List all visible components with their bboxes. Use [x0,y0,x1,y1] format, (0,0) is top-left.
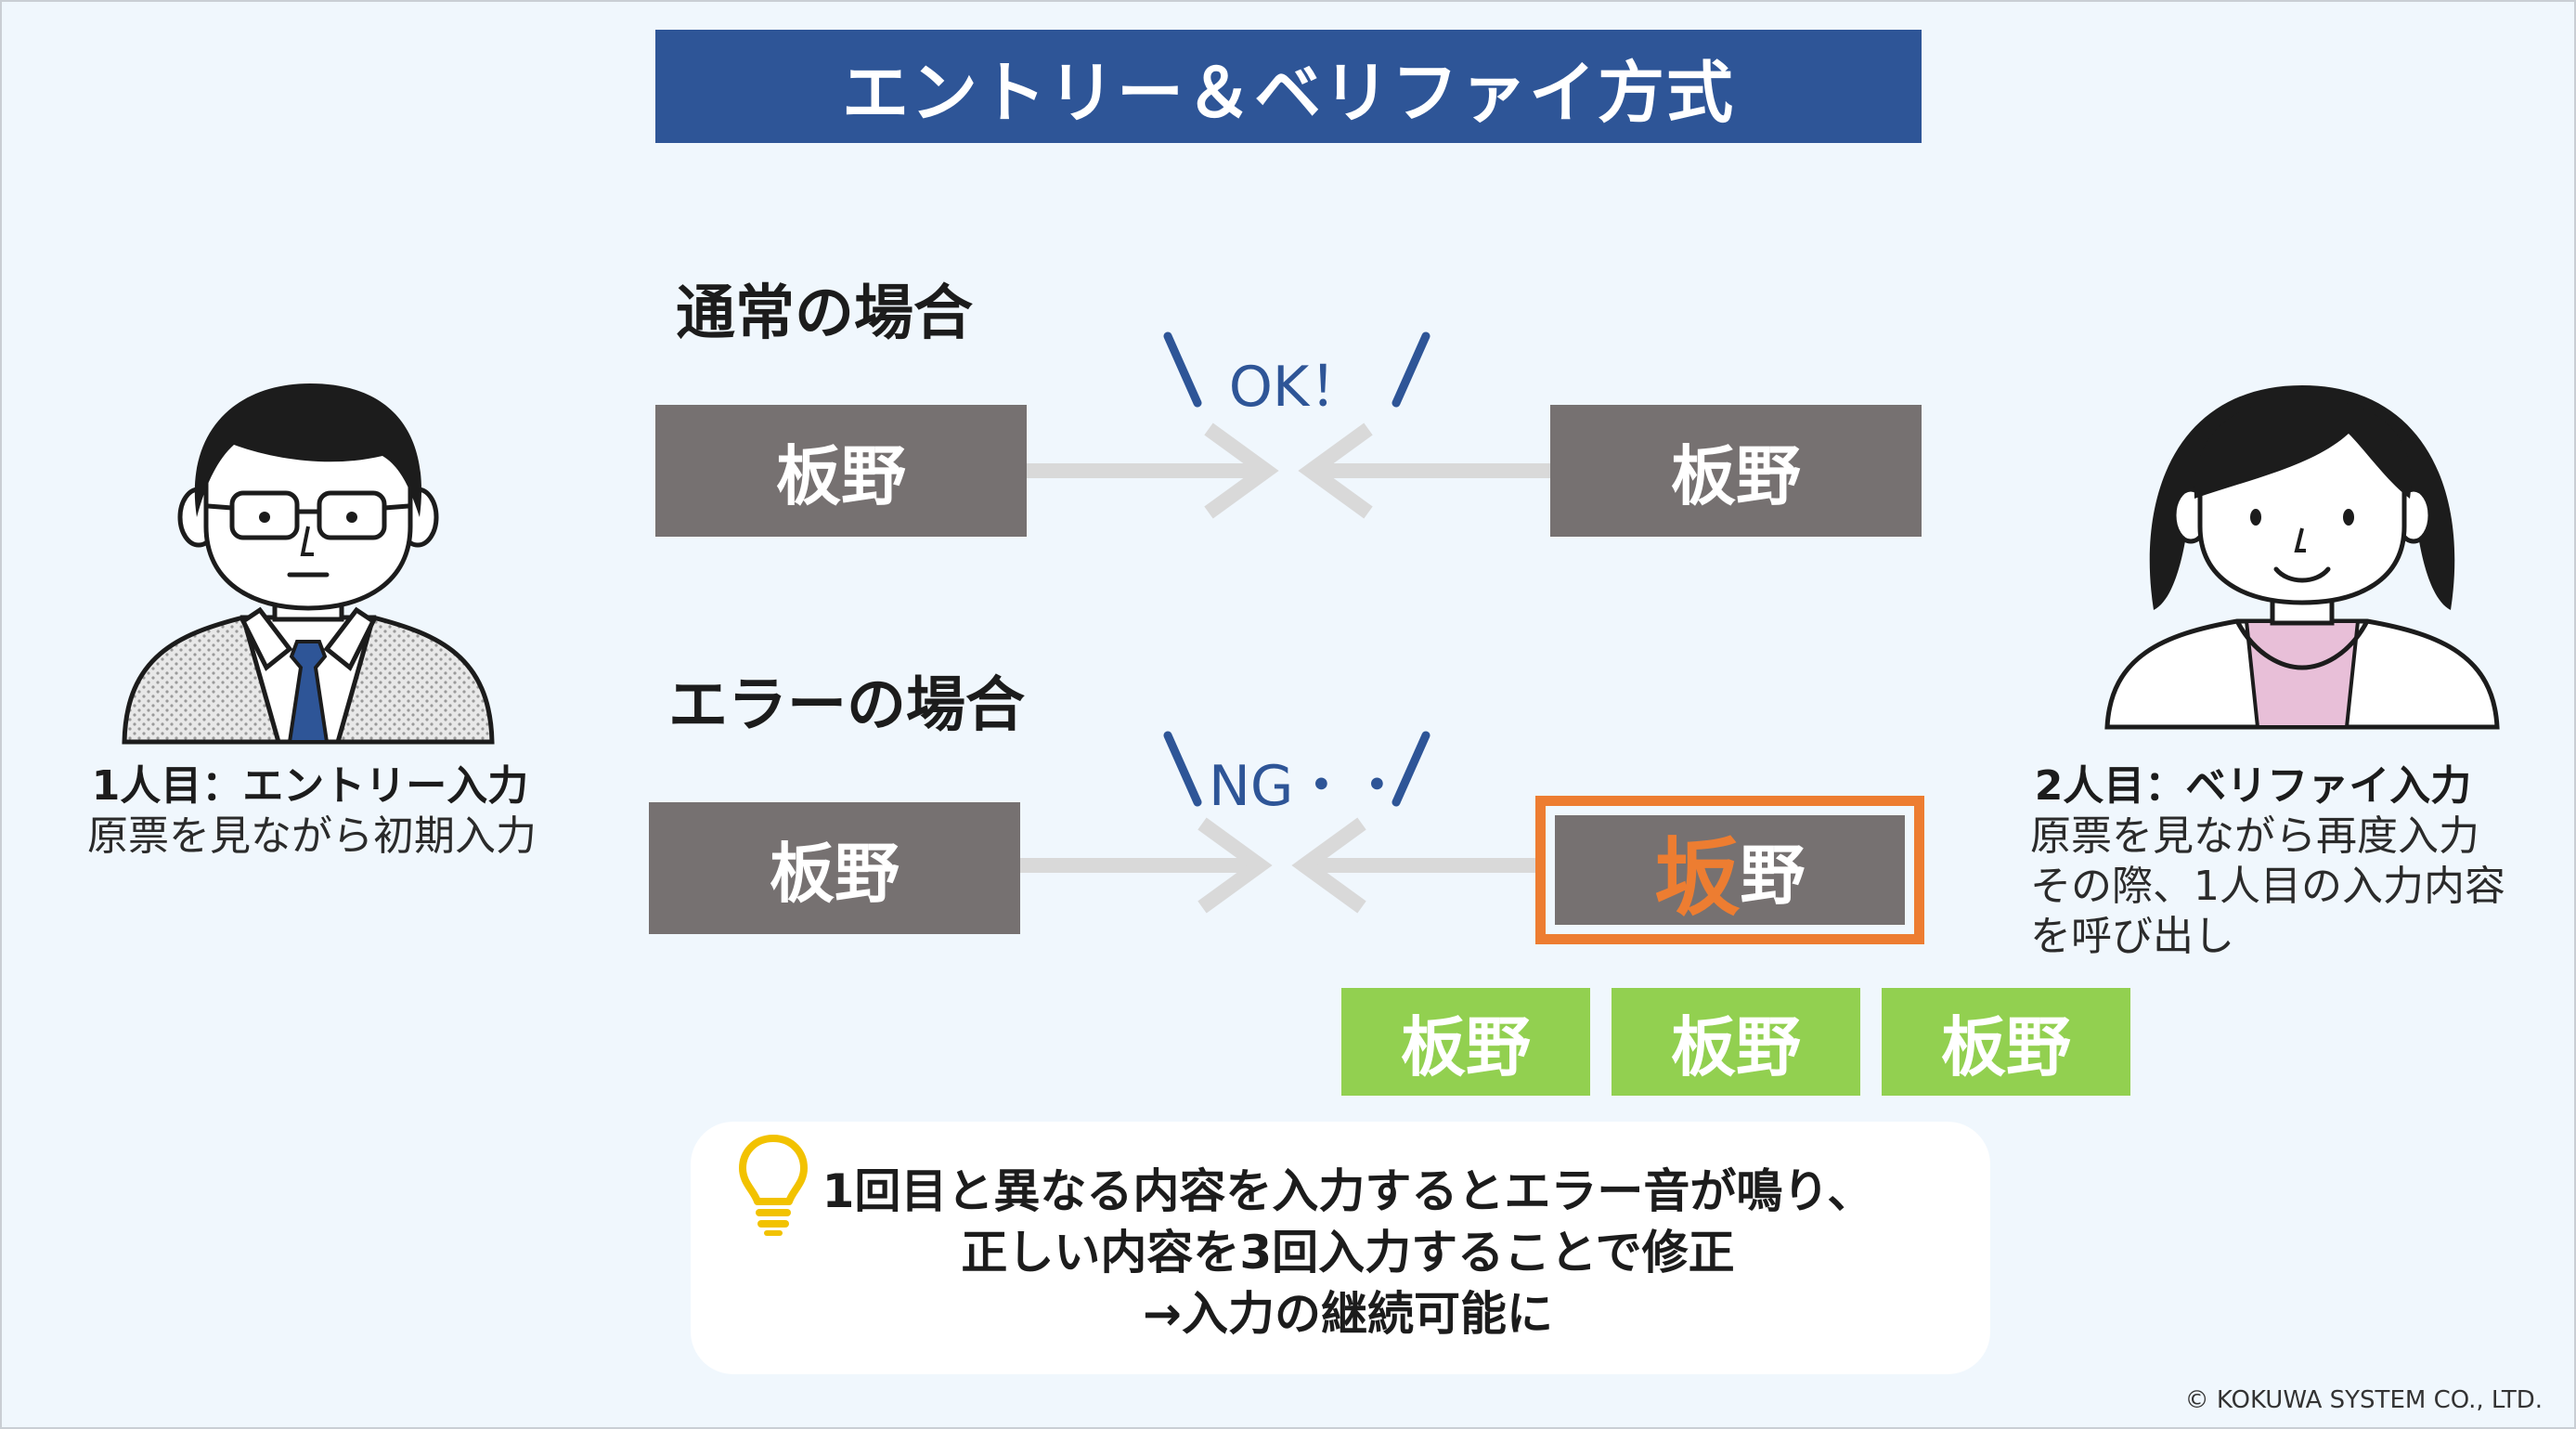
normal-verify-box: 板野 [1550,405,1922,537]
error-arrows [1020,817,1543,914]
right-person-line-2: その際、1人目の入力内容 [2030,863,2505,910]
normal-arrows [1027,422,1550,519]
retry-value-3: 板野 [1941,1008,2071,1085]
error-verify-rest: 野 [1740,837,1806,914]
copyright: © KOKUWA SYSTEM CO., LTD. [2184,1386,2543,1414]
left-person-role: 1人目：エントリー入力 [91,762,529,810]
error-entry-arrow-head [1197,817,1273,914]
left-person-description: 原票を見ながら初期入力 [87,812,537,860]
status-slashes [1163,331,1430,807]
error-entry-value: 板野 [770,835,900,912]
note-text: 1回目と異なる内容を入力するとエラー音が鳴り、 正しい内容を3回入力することで修… [707,1161,1988,1345]
left-person-caption: 1人目：エントリー入力 原票を見ながら初期入力 [87,761,537,862]
right-person-caption: 2人目：ベリファイ入力 原票を見ながら再度入力 その際、1人目の入力内容 を呼び… [2030,761,2513,962]
normal-verify-arrow-head [1298,422,1373,519]
error-highlight-frame [1535,796,1924,944]
error-verify-box: 坂野 [1555,815,1905,928]
retry-value-1: 板野 [1401,1008,1531,1085]
error-mismatch-char: 坂 [1654,827,1741,928]
right-person-line-1: 原票を見ながら再度入力 [2030,812,2479,860]
normal-entry-arrow-head [1204,422,1279,519]
lightbulb-icon [739,1135,808,1236]
error-case-title: エラーの場合 [668,671,1025,740]
ng-status: NG・・ [1209,754,1405,819]
normal-entry-value: 板野 [776,437,906,514]
normal-case-title: 通常の場合 [676,279,973,348]
normal-verify-value: 板野 [1671,437,1801,514]
note-line-3: →入力の継続可能に [1143,1287,1553,1341]
retry-box-1: 板野 [1341,988,1590,1096]
error-verify-arrow-head [1291,817,1366,914]
error-entry-box: 板野 [649,802,1020,934]
retry-value-2: 板野 [1671,1008,1801,1085]
retry-box-3: 板野 [1882,988,2130,1096]
title-text: エントリー＆ベリファイ方式 [841,53,1735,132]
man-with-glasses-icon [122,383,495,745]
note-card [691,1122,1990,1374]
right-person-line-3: を呼び出し [2030,913,2234,960]
note-line-2: 正しい内容を3回入力することで修正 [961,1226,1735,1280]
ok-status: OK！ [1228,355,1366,420]
retry-box-2: 板野 [1612,988,1860,1096]
woman-icon [2104,385,2500,730]
note-line-1: 1回目と異なる内容を入力するとエラー音が鳴り、 [822,1164,1874,1218]
right-person-role: 2人目：ベリファイ入力 [2034,762,2472,810]
normal-entry-box: 板野 [655,405,1027,537]
title-banner: エントリー＆ベリファイ方式 [655,30,1922,143]
